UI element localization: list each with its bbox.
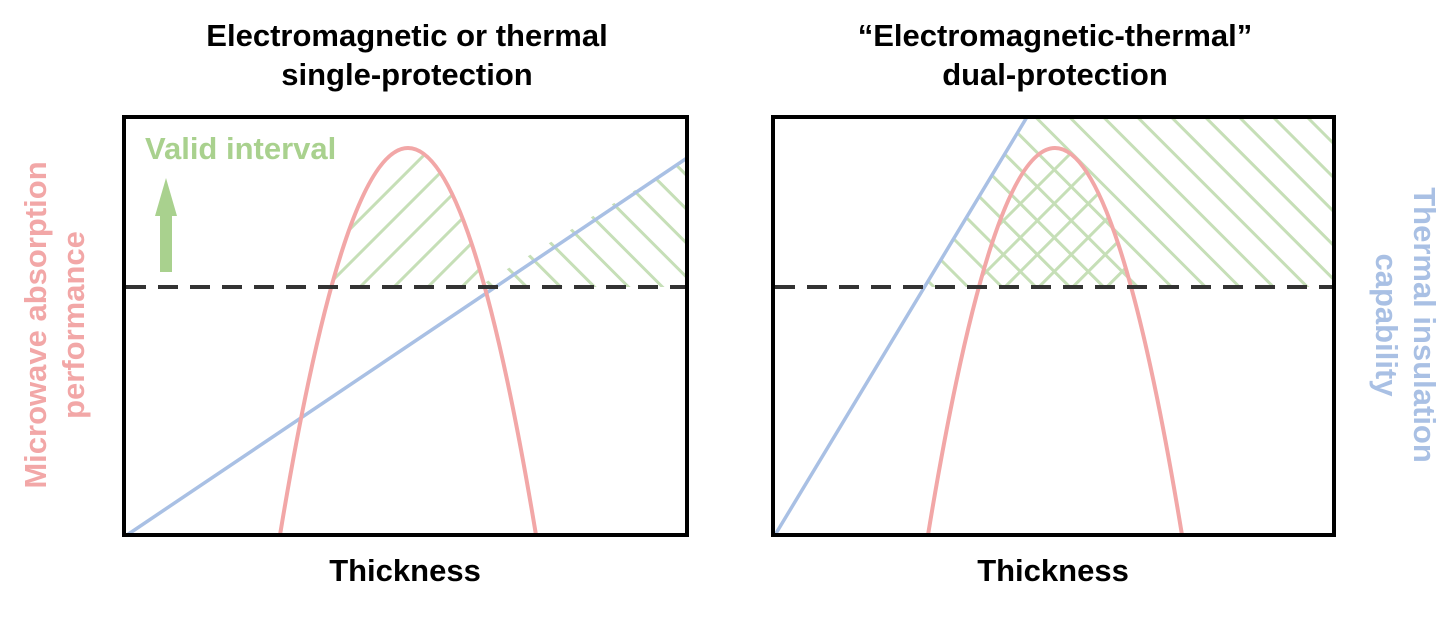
right-ylabel-line1: Thermal insulation bbox=[1407, 187, 1442, 463]
left-absorption-curve bbox=[278, 146, 538, 536]
left-title-line1: Electromagnetic or thermal bbox=[206, 18, 607, 53]
left-plot-frame bbox=[122, 115, 689, 537]
right-title-line2: dual-protection bbox=[942, 57, 1168, 92]
left-ylabel-line1: Microwave absorption bbox=[18, 161, 53, 488]
right-panel: Thickness bbox=[771, 115, 1336, 588]
left-panel: Valid interval Thickness bbox=[122, 115, 689, 588]
right-plot-frame bbox=[771, 115, 1336, 537]
left-valid-hatch-absorption bbox=[280, 148, 536, 287]
right-xlabel: Thickness bbox=[977, 553, 1129, 588]
right-ylabel-line2: capability bbox=[1369, 254, 1404, 398]
right-insulation-line bbox=[773, 116, 1029, 536]
up-arrow-icon bbox=[155, 178, 177, 272]
left-ylabel-line2: performance bbox=[56, 231, 91, 419]
left-insulation-line bbox=[126, 156, 688, 537]
left-xlabel: Thickness bbox=[329, 553, 481, 588]
left-title-line2: single-protection bbox=[281, 57, 532, 92]
valid-interval-label: Valid interval bbox=[145, 131, 336, 166]
right-absorption-curve bbox=[926, 146, 1184, 536]
right-title-line1: “Electromagnetic-thermal” bbox=[858, 18, 1253, 53]
